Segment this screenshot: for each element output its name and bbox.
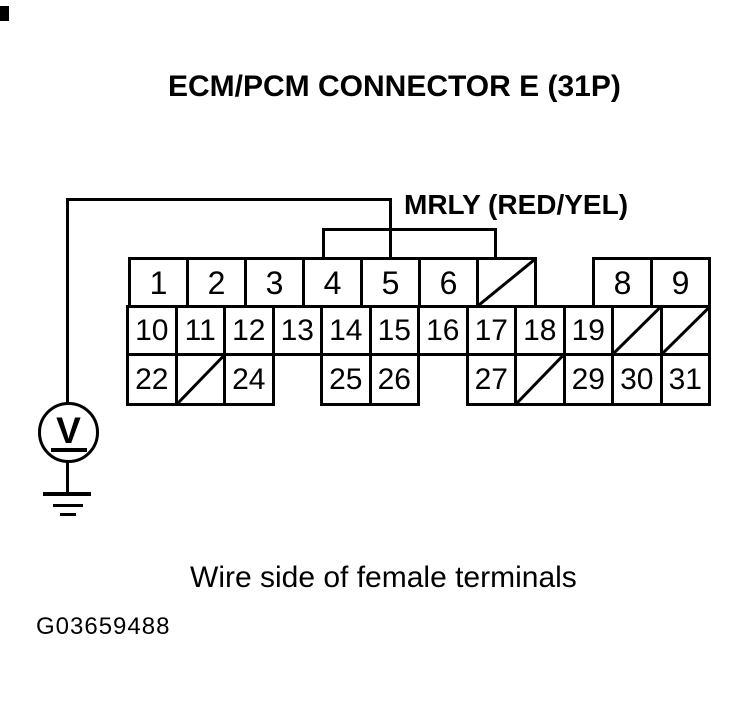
slash-icon: [517, 356, 563, 403]
bracket-left-leg: [322, 228, 325, 260]
ground-bar-2: [53, 504, 83, 507]
voltmeter-underline: [50, 448, 87, 453]
slash-icon: [614, 308, 660, 353]
pin-cell-19: 19: [562, 305, 614, 356]
wire-vertical-left: [66, 198, 69, 403]
pin-cell-9: 9: [650, 257, 711, 308]
wire-meter-to-ground: [66, 461, 69, 494]
pin-cell-2: 2: [186, 257, 247, 308]
wire-horizontal: [66, 198, 392, 201]
pin-cell-22: 22: [126, 353, 178, 406]
blocked-pin-cell: [476, 257, 537, 308]
diagram-title: ECM/PCM CONNECTOR E (31P): [168, 70, 621, 103]
pin-cell-13: 13: [271, 305, 323, 356]
bracket-top: [322, 228, 497, 231]
pin-cell-14: 14: [320, 305, 372, 356]
pin-cell-27: 27: [465, 353, 517, 406]
scan-artifact: [0, 6, 9, 21]
wire-color-label: MRLY (RED/YEL): [404, 189, 629, 220]
pin-cell-31: 31: [659, 353, 711, 406]
blocked-pin-cell: [659, 305, 711, 356]
pin-cell-17: 17: [465, 305, 517, 356]
ground-bar-3: [60, 513, 76, 516]
blocked-pin-cell: [174, 353, 226, 406]
pin-cell-8: 8: [592, 257, 653, 308]
diagram-caption: Wire side of female terminals: [190, 561, 577, 594]
pin-cell-12: 12: [223, 305, 275, 356]
bracket-right-leg: [494, 228, 497, 260]
blocked-pin-cell: [611, 305, 663, 356]
voltmeter-v-glyph: V: [56, 409, 81, 451]
pin-cell-6: 6: [418, 257, 479, 308]
pin-cell-30: 30: [611, 353, 663, 406]
slash-icon: [663, 308, 709, 353]
pin-cell-25: 25: [320, 353, 372, 406]
pin-cell-10: 10: [126, 305, 178, 356]
pin-cell-15: 15: [368, 305, 420, 356]
blocked-pin-cell: [514, 353, 566, 406]
pin-cell-4: 4: [302, 257, 363, 308]
pin-cell-18: 18: [514, 305, 566, 356]
voltmeter-symbol: V: [38, 402, 99, 463]
slash-icon: [178, 356, 224, 403]
ground-bar-1: [43, 492, 91, 496]
pin-cell-3: 3: [244, 257, 305, 308]
pin-cell-24: 24: [223, 353, 275, 406]
pin-cell-29: 29: [562, 353, 614, 406]
pin-cell-11: 11: [174, 305, 226, 356]
figure-id: G03659488: [36, 613, 171, 640]
pin-cell-5: 5: [360, 257, 421, 308]
pin-cell-1: 1: [128, 257, 189, 308]
slash-icon: [479, 260, 534, 305]
pin-cell-26: 26: [368, 353, 420, 406]
pin-cell-16: 16: [417, 305, 469, 356]
